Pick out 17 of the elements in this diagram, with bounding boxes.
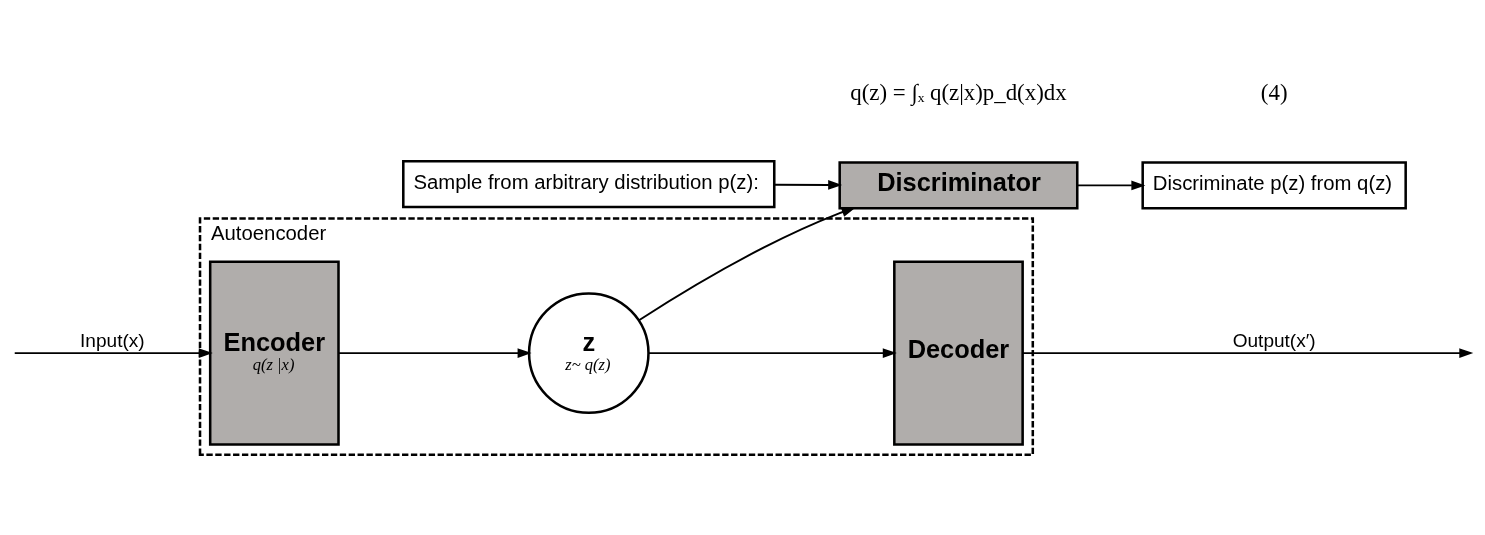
node-box: Discriminate p(z) from q(z) xyxy=(1141,160,1407,210)
arrow xyxy=(773,179,843,190)
arrow xyxy=(1021,347,1474,358)
node-box: Decoder xyxy=(893,259,1024,446)
arrow xyxy=(647,347,897,358)
arrow xyxy=(13,347,213,358)
node-box: Discriminator xyxy=(838,160,1079,210)
edge-label: Input(x) xyxy=(80,329,145,351)
arrow xyxy=(638,206,856,321)
arrow xyxy=(1076,180,1146,190)
node-box: Sample from arbitrary distribution p(z): xyxy=(402,159,776,208)
arrow xyxy=(337,347,532,358)
edge-label: Output(x′) xyxy=(1232,329,1316,351)
label: (4) xyxy=(1260,79,1288,105)
node-box: Encoder q(z |x) xyxy=(208,259,340,446)
label: q(z) = ∫ₓ q(z|x)p_d(x)dx xyxy=(850,79,1067,105)
node-circle: z z~ q(z) xyxy=(527,291,650,414)
